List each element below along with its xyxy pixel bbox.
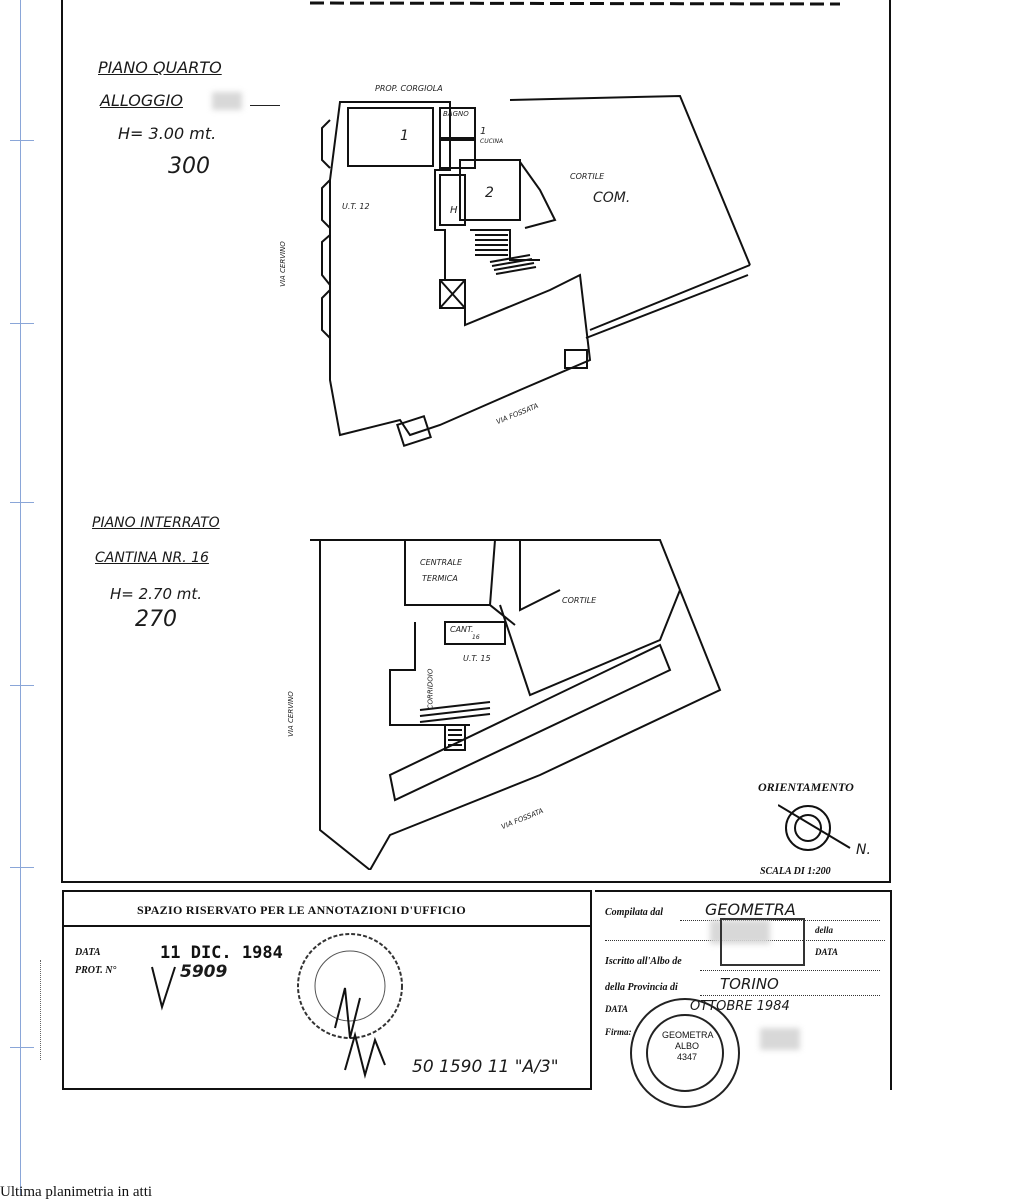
upper-floor-title: PIANO QUARTO — [98, 58, 222, 77]
stamp-line-3: 4347 — [676, 1052, 698, 1062]
compiler-box — [595, 890, 892, 1090]
margin-tick — [10, 685, 34, 686]
vertical-side-note — [40, 960, 47, 1060]
label-room-h: H — [450, 205, 458, 216]
north-mark: N. — [856, 842, 871, 858]
iscritto-label: Iscritto all'Albo de — [605, 956, 682, 967]
firma-label: Firma: — [605, 1027, 632, 1037]
label-cortile-lower: CORTILE — [562, 596, 597, 605]
lower-unit-title: CANTINA NR. 16 — [95, 550, 209, 566]
label-via-cervino-lower: VIA CERVINO — [286, 691, 295, 737]
data-label: DATA — [605, 1004, 629, 1014]
office-prot-value: 5909 — [180, 962, 228, 982]
label-room1b: 1 — [480, 126, 487, 137]
left-margin-line — [20, 0, 21, 1195]
margin-tick — [10, 1047, 34, 1048]
college-stamp-text: GEOMETRA ALBO 4347 — [662, 1030, 714, 1063]
label-termica: TERMICA — [422, 574, 458, 583]
college-stamp-icon — [630, 998, 740, 1108]
label-cantina: CANT. — [450, 625, 474, 634]
label-corridoio: CORRIDOIO — [426, 668, 435, 710]
stamp-line-2: ALBO — [674, 1041, 699, 1051]
label-com: COM. — [593, 190, 631, 206]
margin-tick — [10, 867, 34, 868]
signature-scribble — [344, 1031, 386, 1079]
document-caption: Ultima planimetria in atti — [0, 1184, 153, 1200]
check-mark-icon — [151, 966, 176, 1011]
margin-tick — [10, 323, 34, 324]
stamp-line-1: GEOMETRA — [662, 1030, 714, 1040]
label-unit12: U.T. 12 — [342, 202, 370, 211]
provincia-label: della Provincia di — [605, 982, 678, 993]
data-right-label: DATA — [815, 947, 839, 957]
label-prop: PROP. CORGIOLA — [375, 84, 443, 93]
label-unit15: U.T. 15 — [463, 654, 491, 663]
compilata-label: Compilata dal — [605, 907, 664, 918]
dotted-line — [700, 970, 880, 971]
margin-tick — [10, 502, 34, 503]
provincia-value: TORINO — [720, 975, 779, 993]
office-box-divider — [62, 925, 592, 927]
office-data-label: DATA — [75, 947, 101, 958]
office-box-heading: SPAZIO RISERVATO PER LE ANNOTAZIONI D'UF… — [137, 903, 467, 917]
underline-stroke — [250, 105, 280, 106]
compilata-value: GEOMETRA — [705, 900, 796, 919]
label-room2: 2 — [485, 185, 494, 201]
office-ref-number: 50 1590 11 "A/3" — [412, 1057, 559, 1077]
label-via-cervino: VIA CERVINO — [278, 241, 287, 287]
upper-height-note: H= 3.00 mt. — [118, 124, 217, 143]
label-bagno: BAGNO — [443, 110, 469, 118]
drawing-frame — [61, 0, 891, 883]
lower-plan-svg — [310, 539, 722, 870]
label-room1: 1 — [400, 128, 409, 144]
lower-height-note: H= 2.70 mt. — [110, 585, 203, 603]
office-box — [62, 890, 592, 1090]
dotted-line — [680, 920, 880, 921]
dotted-line — [700, 995, 880, 996]
upper-floor-plan: PROP. CORGIOLA BAGNO 1 1 CUCINA 2 H CORT… — [278, 80, 770, 460]
label-cucina: CUCINA — [480, 138, 504, 145]
upper-plan-svg — [321, 94, 751, 448]
north-arrow-icon — [778, 804, 851, 851]
office-date-value: 11 DIC. 1984 — [160, 943, 283, 963]
office-prot-label: PROT. N° — [75, 965, 117, 976]
label-cantina-nr: 16 — [472, 634, 480, 641]
stamp-rect — [720, 918, 805, 966]
lower-floor-title: PIANO INTERRATO — [92, 515, 220, 531]
redacted-unit-number — [212, 92, 242, 110]
upper-height-value: 300 — [168, 154, 210, 179]
margin-tick — [10, 140, 34, 141]
data-value: OTTOBRE 1984 — [690, 999, 790, 1014]
label-centrale: CENTRALE — [420, 558, 463, 567]
round-stamp-icon — [297, 933, 403, 1039]
scale-label: SCALA DI 1:200 — [760, 866, 831, 877]
label-cortile: CORTILE — [570, 172, 605, 181]
orientation-label: ORIENTAMENTO — [758, 780, 854, 794]
top-cropped-header — [309, 1, 841, 6]
upper-unit-title: ALLOGGIO — [100, 91, 183, 110]
redacted-signature — [760, 1028, 800, 1050]
lower-height-value: 270 — [135, 607, 177, 632]
basement-floor-plan: CENTRALE TERMICA CORTILE CANT. 16 U.T. 1… — [287, 530, 730, 870]
della-label: della — [815, 925, 833, 935]
